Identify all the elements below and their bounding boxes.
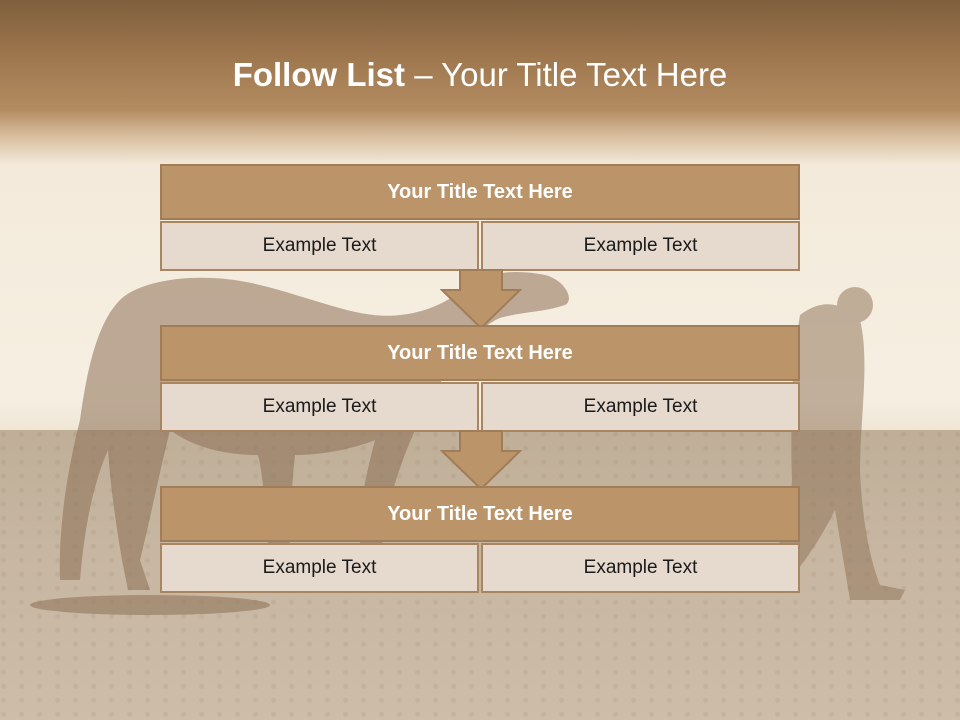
list-block-3: Your Title Text Here Example Text Exampl… [160,486,800,593]
block-cell-left: Example Text [160,543,479,593]
block-title: Your Title Text Here [160,164,800,220]
list-block-2: Your Title Text Here Example Text Exampl… [160,325,800,432]
block-row: Example Text Example Text [160,382,800,432]
block-cell-right: Example Text [481,221,800,271]
block-title: Your Title Text Here [160,486,800,542]
slide-title-bold: Follow List [232,56,406,93]
slide-header: Follow List – Your Title Text Here [0,0,960,130]
slide-title-rest: – Your Title Text Here [405,56,728,93]
list-block-1: Your Title Text Here Example Text Exampl… [160,164,800,271]
down-arrow-icon [440,430,522,491]
block-title: Your Title Text Here [160,325,800,381]
slide-title: Follow List – Your Title Text Here [0,56,960,94]
block-cell-right: Example Text [481,543,800,593]
down-arrow-icon [440,269,522,330]
block-row: Example Text Example Text [160,221,800,271]
block-cell-left: Example Text [160,221,479,271]
block-row: Example Text Example Text [160,543,800,593]
block-cell-left: Example Text [160,382,479,432]
block-cell-right: Example Text [481,382,800,432]
